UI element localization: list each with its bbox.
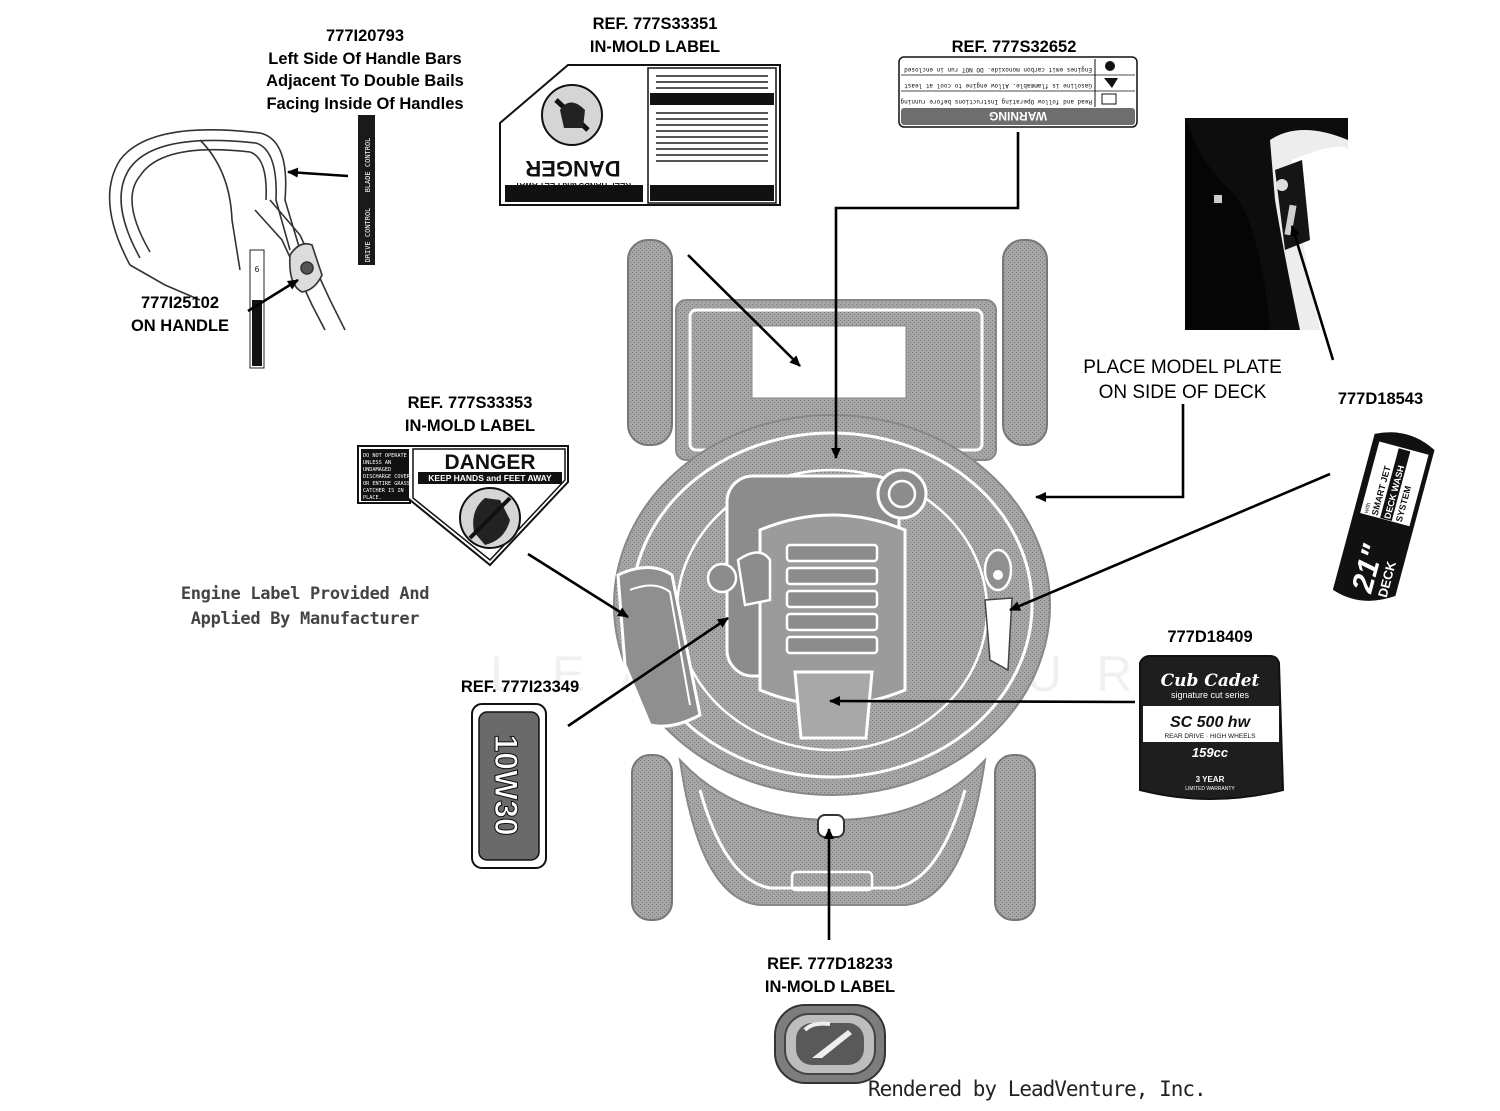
deck-decal-photo: [1185, 118, 1348, 330]
svg-text:Read and follow Operating Inst: Read and follow Operating Instructions b…: [900, 98, 1092, 105]
speed-scale-label: 6: [249, 249, 265, 369]
drive-control-text: DRIVE CONTROL: [364, 208, 372, 263]
catcher-label-window: [751, 325, 907, 399]
oil-text: 10W30: [488, 734, 524, 835]
series-text: signature cut series: [1171, 690, 1250, 700]
svg-text:UNDAMAGED: UNDAMAGED: [363, 467, 391, 473]
svg-text:Engines emit carbon monoxide.: Engines emit carbon monoxide. DO NOT run…: [904, 66, 1092, 73]
blade-drive-control-label: BLADE CONTROL DRIVE CONTROL: [358, 115, 375, 265]
warning-word-text: WARNING: [989, 109, 1047, 123]
brand-text: Cub Cadet: [1161, 671, 1260, 691]
callout-handle-bars: 777I20793 Left Side Of Handle Bars Adjac…: [266, 27, 464, 113]
oil-label: 10W30: [471, 703, 547, 869]
front-left-wheel: [631, 754, 673, 921]
callout-777d18409: 777D18409: [1167, 628, 1253, 646]
svg-text:UNLESS AN: UNLESS AN: [363, 460, 391, 466]
in-mold-danger-label-upper: DANGER KEEP HANDS and FEET AWAY: [499, 64, 781, 206]
callout-ref-777d18233: REF. 777D18233 IN-MOLD LABEL: [764, 955, 896, 996]
svg-text:DO NOT OPERATE: DO NOT OPERATE: [363, 453, 407, 459]
warning-label: WARNING Read and follow Operating Instru…: [898, 56, 1138, 128]
callout-ref-777s33353: REF. 777S33353 IN-MOLD LABEL: [404, 394, 536, 435]
logo-badge-spot: [817, 814, 845, 838]
deck-size-decal: with SMART JET DECK WASH SYSTEM 21" DECK: [1332, 432, 1435, 601]
svg-text:6: 6: [255, 265, 260, 274]
rear-right-wheel: [1002, 239, 1048, 446]
svg-text:PLACE.: PLACE.: [363, 495, 382, 501]
blade-control-text: BLADE CONTROL: [364, 138, 372, 193]
lower-keep-hands-text: KEEP HANDS and FEET AWAY: [428, 473, 552, 483]
leader-lines: [247, 132, 1335, 940]
in-mold-logo-badge: [774, 1004, 886, 1084]
svg-text:CATCHER IS IN: CATCHER IS IN: [363, 488, 404, 494]
callout-ref-777s33351: REF. 777S33351 IN-MOLD LABEL: [589, 15, 721, 56]
model-text: SC 500 hw: [1170, 714, 1252, 731]
svg-text:Gasoline is flammable. Allow e: Gasoline is flammable. Allow engine to c…: [904, 82, 1092, 89]
handle-sketch: [108, 129, 346, 331]
callout-ref-777s32652: REF. 777S32652: [951, 38, 1077, 56]
model-decal: Cub Cadet signature cut series SC 500 hw…: [1139, 655, 1285, 800]
oil-fill: [706, 562, 738, 594]
callout-model-plate: PLACE MODEL PLATE ON SIDE OF DECK: [1083, 357, 1282, 403]
deck-label-spot: [984, 597, 1013, 672]
mower-top-view: [613, 239, 1051, 921]
with-text: with: [1364, 502, 1373, 515]
warranty-text: LIMITED WARRANTY: [1185, 786, 1235, 792]
engine-label-spot: [793, 670, 874, 740]
in-mold-danger-label-lower: DO NOT OPERATE UNLESS AN UNDAMAGED DISCH…: [357, 445, 569, 567]
drive-text: REAR DRIVE · HIGH WHEELS: [1164, 733, 1256, 740]
cc-text: 159cc: [1192, 745, 1229, 760]
svg-text:OR ENTIRE GRASS: OR ENTIRE GRASS: [363, 481, 410, 487]
upper-danger-text: DANGER: [525, 156, 620, 181]
upper-keep-hands-text: KEEP HANDS and FEET AWAY: [514, 181, 631, 190]
rear-left-wheel: [627, 239, 673, 446]
callout-ref-777i23349: REF. 777I23349: [460, 678, 580, 696]
lower-danger-text: DANGER: [444, 451, 535, 474]
side-discharge: [616, 566, 702, 728]
callout-777d18543: 777D18543: [1337, 390, 1424, 408]
callout-on-handle: 777I25102 ON HANDLE: [130, 294, 230, 335]
svg-text:DISCHARGE COVER: DISCHARGE COVER: [363, 474, 411, 480]
warranty-years-text: 3 YEAR: [1196, 775, 1225, 784]
footer-credit: Rendered by LeadVenture, Inc.: [868, 1077, 1207, 1101]
callout-engine-label: Engine Label Provided And Applied By Man…: [180, 584, 430, 629]
front-right-wheel: [994, 754, 1036, 921]
